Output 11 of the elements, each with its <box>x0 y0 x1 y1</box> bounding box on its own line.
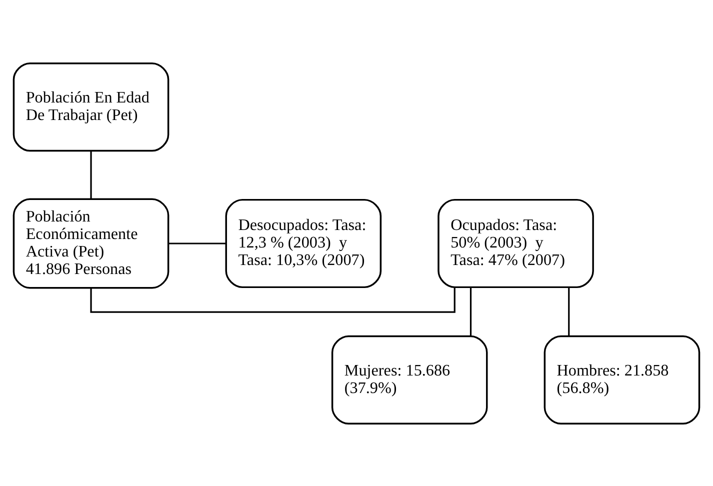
node-box: Población Económicamente Activa (Pet) 41.896 Personas <box>12 198 170 288</box>
node-box: Desocupados: Tasa: 12,3 % (2003) y Tasa: 10,3% (2007) <box>225 198 382 288</box>
node-box: Mujeres: 15.686 (37.9%) <box>331 334 488 424</box>
node-box: Población En Edad De Trabajar (Pet) <box>12 62 170 152</box>
connector <box>168 242 226 244</box>
connector <box>470 286 472 336</box>
node-box: Hombres: 21.858 (56.8%) <box>544 334 700 424</box>
connector <box>568 286 570 336</box>
connector <box>90 286 456 312</box>
connector <box>90 150 92 198</box>
node-box: Ocupados: Tasa: 50% (2003) y Tasa: 47% (2007) <box>438 198 594 288</box>
